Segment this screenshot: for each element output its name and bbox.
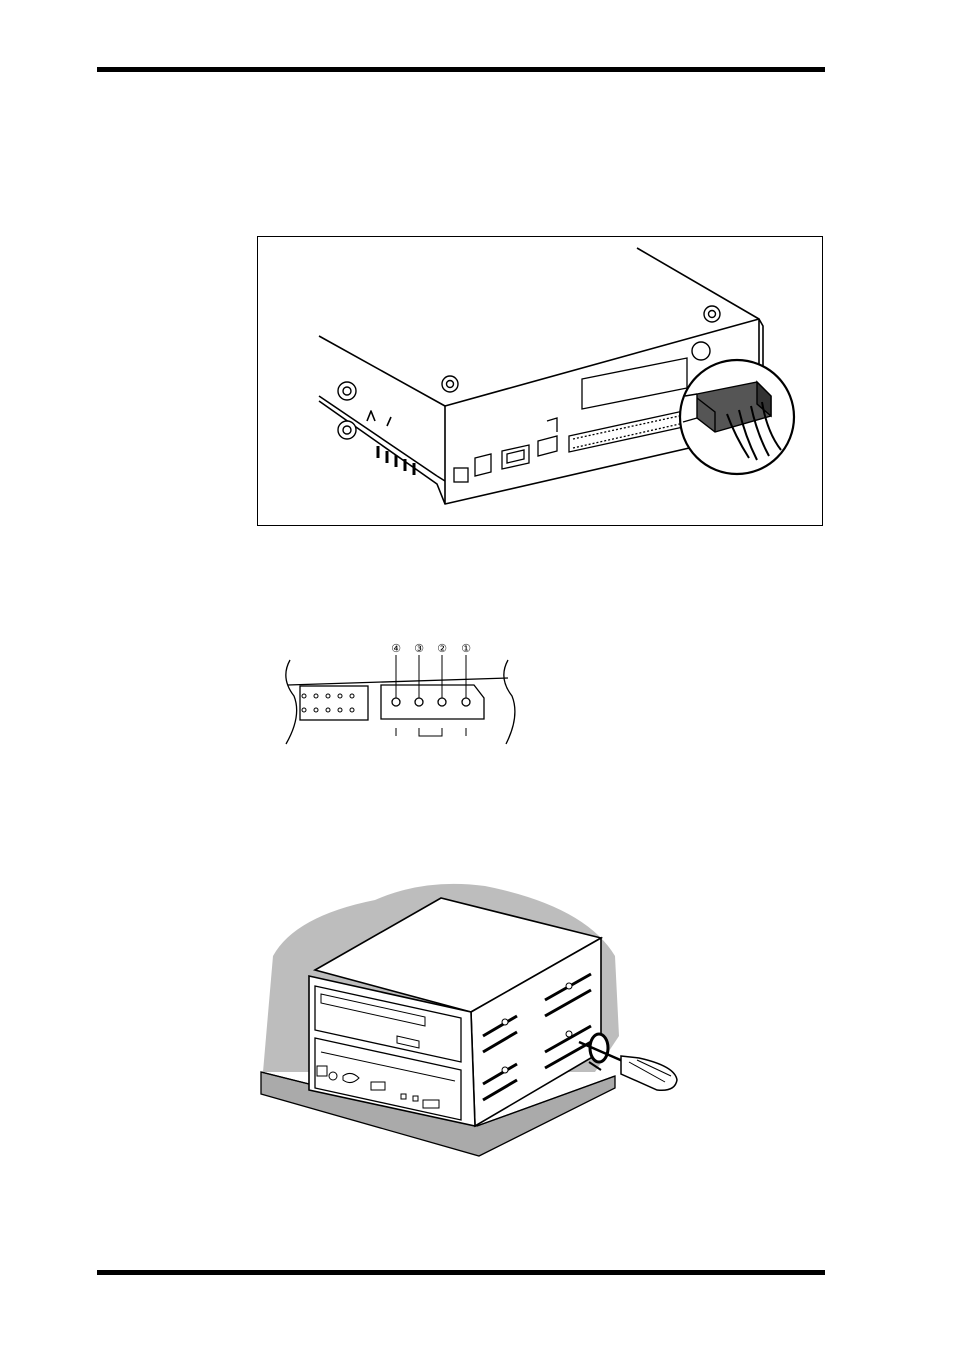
bottom-rule (97, 1270, 825, 1275)
pin-1-label: ① (461, 642, 471, 655)
drive-rear-figure (257, 236, 824, 527)
pin-3-label: ③ (414, 642, 424, 655)
pin-4-label: ④ (391, 642, 401, 655)
connector-pinout-figure: ④ ③ ② ① (280, 638, 530, 748)
pin-2-label: ② (437, 642, 447, 655)
top-rule (97, 67, 825, 72)
drive-bay-figure (255, 876, 695, 1161)
